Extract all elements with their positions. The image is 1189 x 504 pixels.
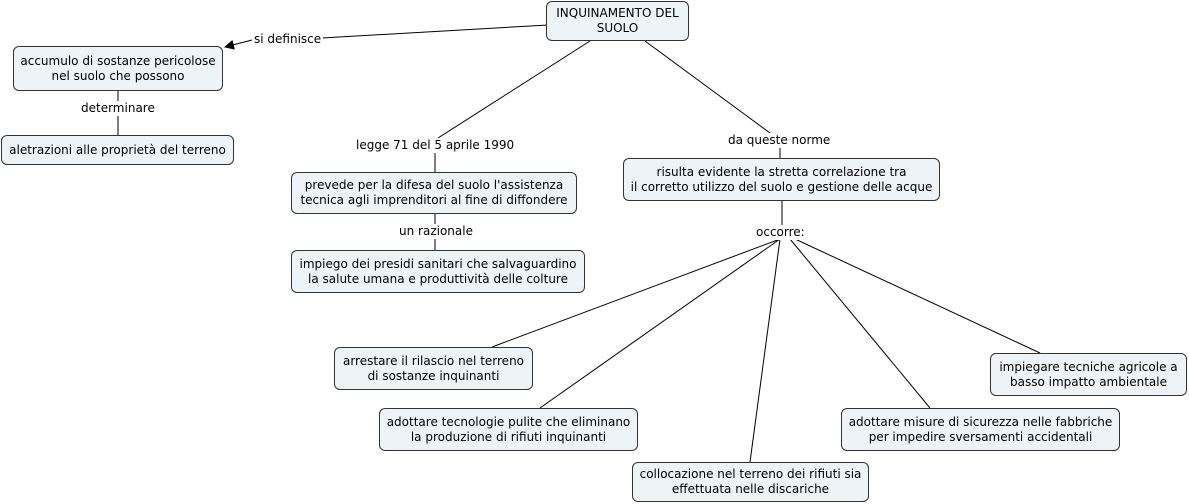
link-occorre-impiegare [794,238,1041,354]
concept-accumulo-sostanze[interactable]: accumulo di sostanze pericolose nel suol… [13,46,223,91]
link-occorre-adottare-misure [789,238,931,409]
link-occorre-adottare-tecnologie [539,238,781,409]
link-occorre-collocazione [749,238,781,463]
concept-prevede-difesa-suolo[interactable]: prevede per la difesa del suolo l'assist… [291,172,577,214]
concept-arrestare-rilascio[interactable]: arrestare il rilascio nel terreno di sos… [334,347,533,390]
link-label-determinare: determinare [79,101,157,116]
concept-impiegare-tecniche-agricole[interactable]: impiegare tecniche agricole a basso impa… [990,353,1187,396]
concept-inquinamento-del-suolo[interactable]: INQUINAMENTO DEL SUOLO [546,1,689,41]
link-root-si-definisce [321,24,549,39]
concept-alterazioni-terreno[interactable]: aletrazioni alle proprietà del terreno [1,135,234,165]
link-label-occorre: occorre: [754,225,807,240]
link-label-legge: legge 71 del 5 aprile 1990 [354,138,517,153]
link-label-un-razionale: un razionale [397,224,475,239]
link-label-si-definisce: si definisce [252,32,324,47]
link-si-definisce-accumulo [224,39,253,50]
concept-adottare-tecnologie[interactable]: adottare tecnologie pulite che eliminano… [379,408,638,451]
link-root-norme [644,40,771,134]
link-label-da-queste-norme: da queste norme [726,133,833,148]
concept-collocazione-rifiuti[interactable]: collocazione nel terreno dei rifiuti sia… [632,462,869,502]
concept-adottare-misure-sicurezza[interactable]: adottare misure di sicurezza nelle fabbr… [841,408,1120,451]
link-root-legge [437,40,591,139]
concept-risulta-correlazione[interactable]: risulta evidente la stretta correlazione… [623,158,940,201]
link-occorre-arrestare [491,238,781,348]
concept-impiego-presidi-sanitari[interactable]: impiego dei presidi sanitari che salvagu… [291,250,585,293]
